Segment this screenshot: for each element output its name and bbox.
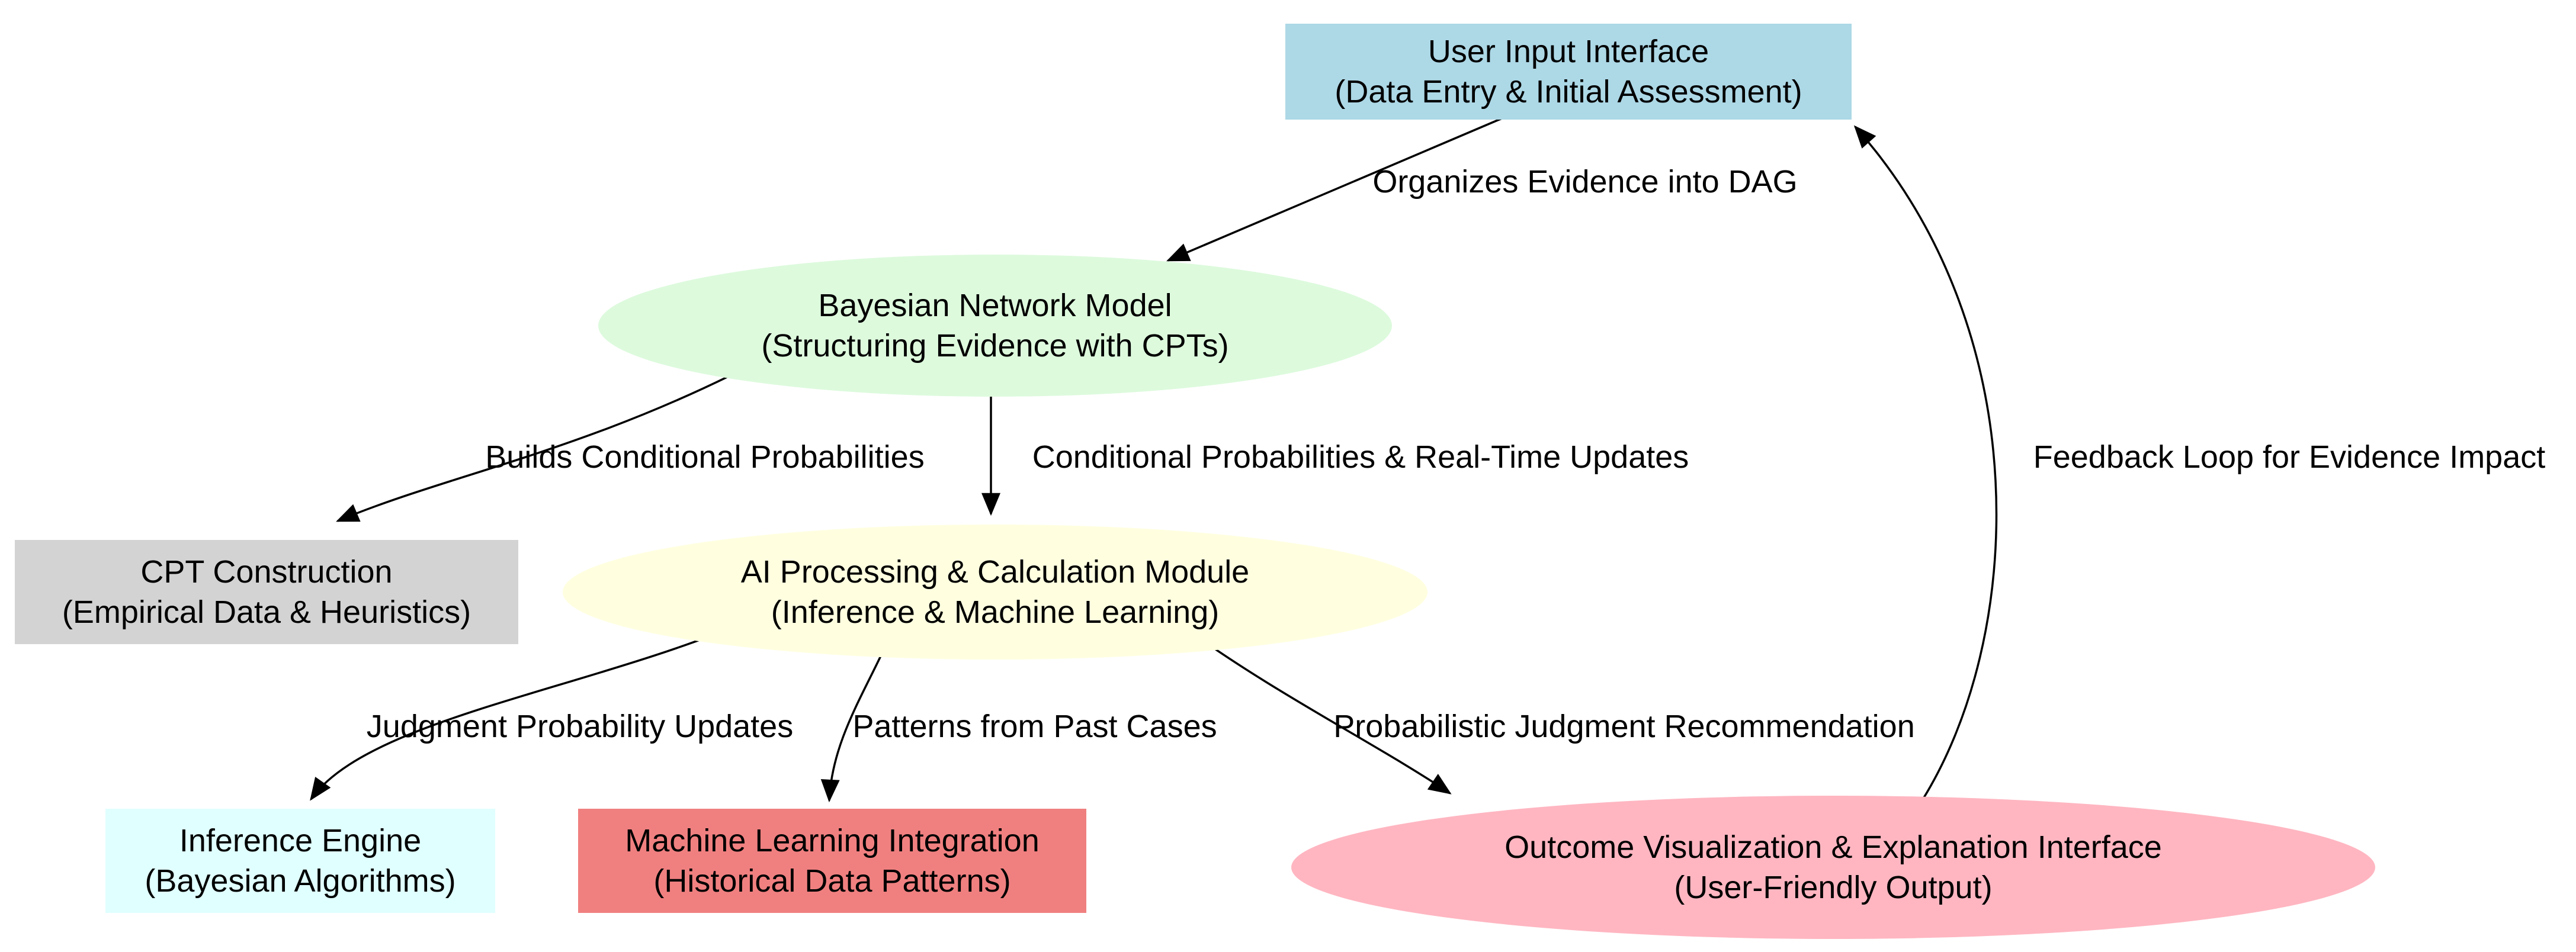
node-subtitle: (Empirical Data & Heuristics): [62, 594, 471, 630]
node-machine-learning-integration: Machine Learning Integration (Historical…: [578, 809, 1086, 913]
node-title: Inference Engine: [179, 823, 422, 858]
node-ai-processing-module: AI Processing & Calculation Module (Infe…: [563, 525, 1427, 660]
edge-bayesian-to-cpt: [336, 354, 771, 522]
node-title: AI Processing & Calculation Module: [740, 554, 1250, 590]
node-outcome-visualization-interface: Outcome Visualization & Explanation Inte…: [1291, 796, 2375, 939]
edge-label-builds-conditional-probabilities: Builds Conditional Probabilities: [485, 439, 925, 475]
node-subtitle: (User-Friendly Output): [1674, 870, 1993, 905]
edge-ai-to-outcome: [1183, 626, 1452, 795]
edge-label-probabilistic-judgment-recommendation: Probabilistic Judgment Recommendation: [1333, 709, 1915, 744]
edge-label-conditional-probabilities-updates: Conditional Probabilities & Real-Time Up…: [1032, 439, 1689, 475]
node-user-input-interface: User Input Interface (Data Entry & Initi…: [1285, 24, 1852, 120]
edge-ai-to-ml: [820, 639, 890, 803]
node-subtitle: (Data Entry & Initial Assessment): [1334, 74, 1802, 110]
node-title: CPT Construction: [140, 554, 393, 590]
node-title: Bayesian Network Model: [818, 288, 1172, 323]
edge-label-judgment-probability-updates: Judgment Probability Updates: [366, 709, 794, 744]
node-subtitle: (Inference & Machine Learning): [771, 594, 1220, 630]
edge-label-patterns-from-past-cases: Patterns from Past Cases: [852, 709, 1217, 744]
edge-label-feedback-loop: Feedback Loop for Evidence Impact: [2033, 439, 2546, 475]
node-title: Machine Learning Integration: [625, 823, 1040, 858]
node-cpt-construction: CPT Construction (Empirical Data & Heuri…: [15, 540, 518, 644]
edge-ai-to-inference: [310, 620, 747, 801]
node-subtitle: (Historical Data Patterns): [653, 863, 1011, 899]
node-title: Outcome Visualization & Explanation Inte…: [1504, 829, 2162, 865]
node-subtitle: (Bayesian Algorithms): [145, 863, 456, 899]
node-title: User Input Interface: [1427, 34, 1709, 69]
node-bayesian-network-model: Bayesian Network Model (Structuring Evid…: [598, 255, 1392, 397]
edge-label-organizes-evidence: Organizes Evidence into DAG: [1372, 164, 1798, 200]
edge-outcome-to-user-input-feedback: [1853, 125, 1998, 806]
node-inference-engine: Inference Engine (Bayesian Algorithms): [105, 809, 495, 913]
node-subtitle: (Structuring Evidence with CPTs): [761, 328, 1229, 364]
